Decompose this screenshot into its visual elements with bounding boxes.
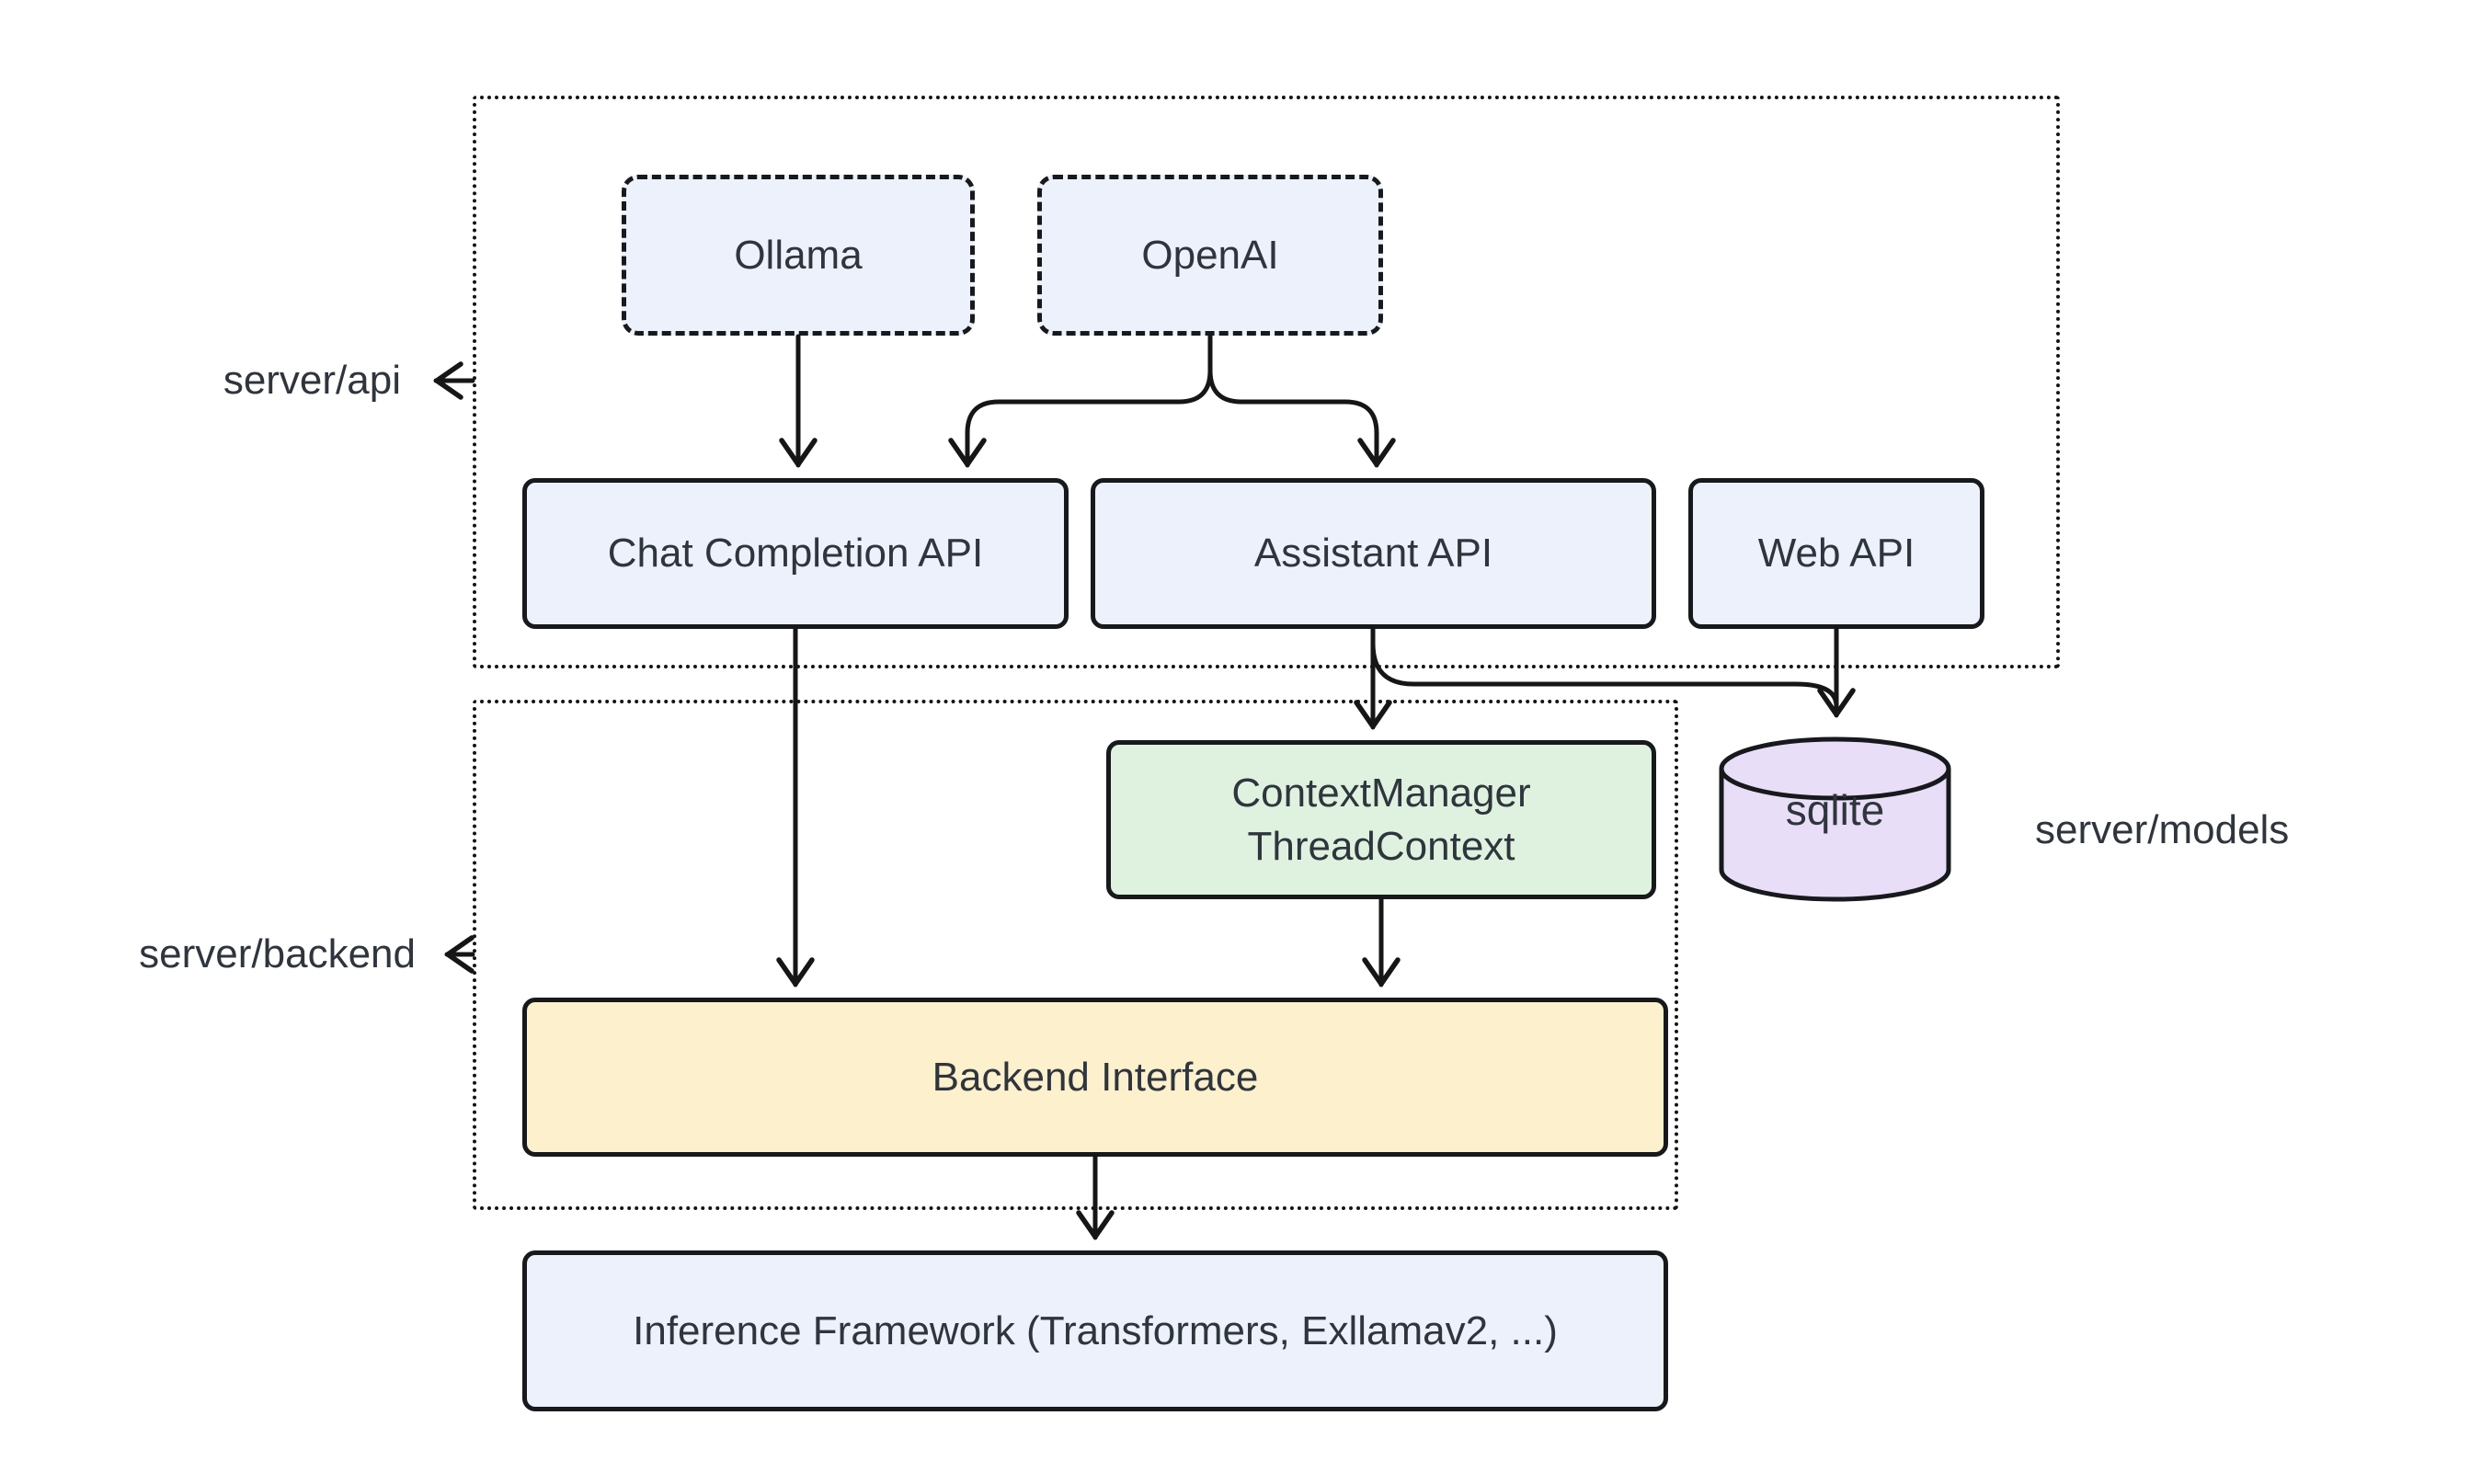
node-sqlite-label: sqlite <box>1785 786 1885 834</box>
arrow-openai-to-chat-api <box>948 334 1213 468</box>
arrow-branch-assistant-api-to-sqlite <box>1370 641 1839 709</box>
node-ollama-label: Ollama <box>734 232 863 278</box>
server-backend-label: server/backend <box>139 931 416 976</box>
node-ollama: Ollama <box>622 175 975 336</box>
node-sqlite: sqlite <box>1718 736 1952 903</box>
node-chat-completion-api-label: Chat Completion API <box>607 531 984 576</box>
node-openai-label: OpenAI <box>1141 232 1279 278</box>
node-chat-completion-api: Chat Completion API <box>522 478 1069 629</box>
node-inference-framework: Inference Framework (Transformers, Exlla… <box>522 1250 1668 1411</box>
node-openai: OpenAI <box>1037 175 1383 336</box>
node-context-manager: ContextManager ThreadContext <box>1106 740 1656 899</box>
node-web-api: Web API <box>1688 478 1984 629</box>
node-assistant-api-label: Assistant API <box>1253 531 1493 576</box>
arrow-openai-to-assistant-api <box>1207 368 1396 468</box>
server-api-label: server/api <box>223 358 401 403</box>
node-context-manager-label-line1: ContextManager <box>1231 771 1531 816</box>
sqlite-cylinder-shape <box>1719 736 1951 902</box>
node-context-manager-label-line2: ThreadContext <box>1247 823 1515 869</box>
node-web-api-label: Web API <box>1757 531 1915 576</box>
node-inference-framework-label: Inference Framework (Transformers, Exlla… <box>633 1307 1558 1353</box>
node-assistant-api: Assistant API <box>1091 478 1656 629</box>
node-backend-interface-label: Backend Interface <box>932 1054 1259 1100</box>
node-backend-interface: Backend Interface <box>522 998 1668 1157</box>
server-models-label: server/models <box>2035 807 2290 852</box>
